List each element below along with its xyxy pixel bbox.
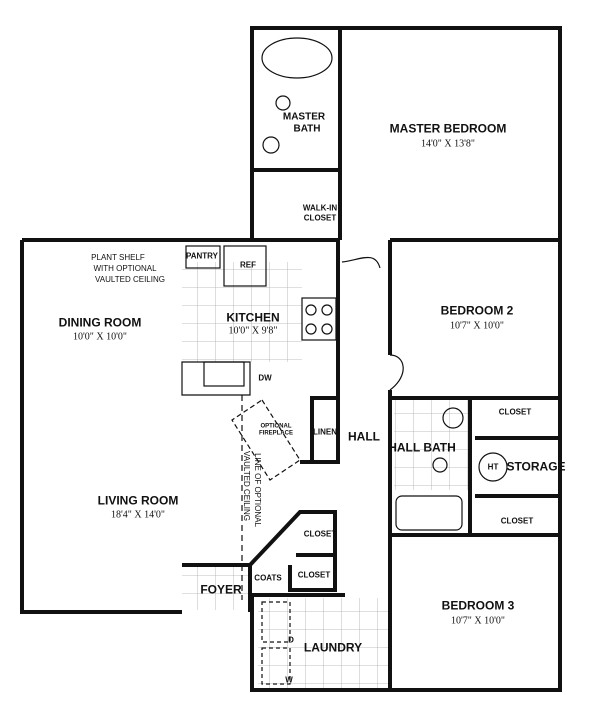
bedroom3-label: BEDROOM 3 xyxy=(441,598,515,613)
pantry-label: PANTRY xyxy=(186,251,218,261)
hallbath-tile-floor xyxy=(394,400,470,490)
bedroom3-size: 10'7" X 10'0" xyxy=(451,615,505,627)
closet-hall-upper-label: CLOSET xyxy=(303,529,337,539)
vault-line-note-1: LINE OF OPTIONAL xyxy=(253,453,262,527)
dining-room-size: 10'0" X 10'0" xyxy=(73,331,127,343)
dining-room-label: DINING ROOM xyxy=(58,315,142,330)
storage-label: STORAGE xyxy=(506,459,566,474)
fireplace-label-1: OPTIONAL xyxy=(260,423,292,430)
kitchen-label: KITCHEN xyxy=(226,310,280,325)
plant-shelf-note-3: VAULTED CEILING xyxy=(95,275,165,284)
plant-shelf-note-1: PLANT SHELF xyxy=(91,253,145,262)
fixtures-lines xyxy=(181,37,508,685)
dishwasher-label: DW xyxy=(258,373,272,383)
dryer-label: D xyxy=(288,635,294,645)
kitchen-tile-floor xyxy=(182,262,302,362)
closet-hall-lower-label: CLOSET xyxy=(297,570,331,580)
plant-shelf-note-2: WITH OPTIONAL xyxy=(93,264,157,273)
walk-in-closet-label-2: CLOSET xyxy=(303,213,337,223)
fireplace-label-2: FIREPLACE xyxy=(258,430,294,437)
living-room-label: LIVING ROOM xyxy=(97,493,179,508)
bedroom2-label: BEDROOM 2 xyxy=(440,303,514,318)
foyer-tile-floor xyxy=(182,565,250,610)
laundry-label: LAUNDRY xyxy=(303,640,363,655)
living-room-size: 18'4" X 14'0" xyxy=(111,509,165,521)
closet-bedroom2-label: CLOSET xyxy=(498,407,532,417)
foyer-label: FOYER xyxy=(200,582,242,597)
heater-label: HT xyxy=(487,462,499,472)
hall-bath-label: HALL BATH xyxy=(388,440,456,455)
laundry-tile-floor xyxy=(258,598,390,688)
master-bath-label-1: MASTER xyxy=(282,111,326,123)
ref-label: REF xyxy=(240,260,256,270)
kitchen-size: 10'0" X 9'8" xyxy=(228,325,278,337)
coats-label: COATS xyxy=(254,573,282,583)
bedroom2-size: 10'7" X 10'0" xyxy=(450,320,504,332)
closet-bedroom3-label: CLOSET xyxy=(500,516,534,526)
master-bedroom-size: 14'0" X 13'8" xyxy=(421,138,475,150)
hall-label: HALL xyxy=(348,429,380,444)
linen-label: LINEN xyxy=(313,427,337,437)
walls xyxy=(20,26,562,692)
walk-in-closet-label-1: WALK-IN xyxy=(302,203,338,213)
master-bedroom-label: MASTER BEDROOM xyxy=(389,121,507,136)
washer-label: W xyxy=(285,675,293,685)
vault-line-note-2: VAULTED CEILING xyxy=(242,451,251,521)
master-bath-label-2: BATH xyxy=(293,123,321,135)
